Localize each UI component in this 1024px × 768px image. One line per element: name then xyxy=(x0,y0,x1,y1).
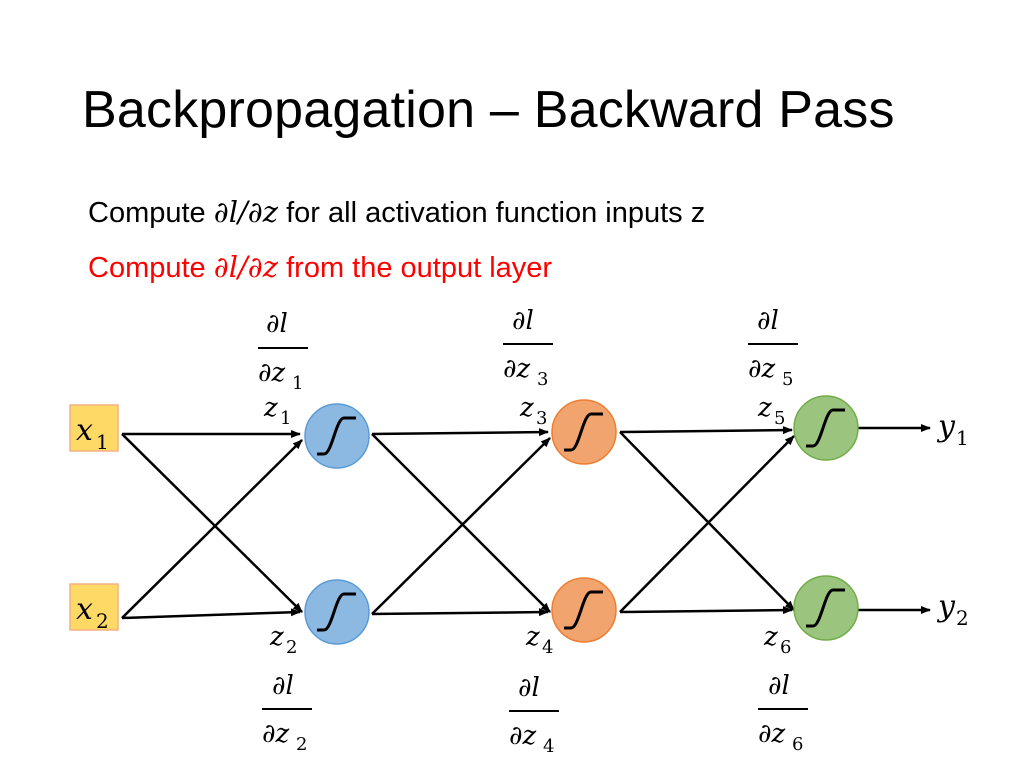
edge-z2-z3 xyxy=(371,437,551,615)
z-var: z xyxy=(525,622,540,652)
sigmoid-icon xyxy=(806,408,845,448)
neuron-z2 xyxy=(304,579,370,645)
bullet-2-prefix: Compute xyxy=(88,252,214,284)
neuron-circle-z4 xyxy=(551,577,617,643)
z-label-3: z 3 xyxy=(519,393,547,429)
edges-input-to-hidden-1 xyxy=(121,430,303,620)
gradient-numerator: ∂l xyxy=(757,306,779,336)
gradient-sub: 3 xyxy=(537,369,548,390)
input-box-x2 xyxy=(69,583,119,631)
gradient-dl-dz3: ∂l ∂z 3 xyxy=(503,306,553,390)
z-var: z xyxy=(763,622,778,652)
bullet-compute-all: Compute ∂l/∂z for all activation functio… xyxy=(88,195,705,230)
bullet-1-suffix: for all activation function inputs z xyxy=(278,197,706,229)
gradient-numerator: ∂l xyxy=(272,671,294,701)
output-y2: y 2 xyxy=(936,589,969,630)
input-x1: x 1 xyxy=(69,404,119,454)
z-var: z xyxy=(757,393,772,423)
z-label-5: z 5 xyxy=(757,393,785,429)
sigmoid-icon xyxy=(564,590,603,630)
gradient-dl-dz2: ∂l ∂z 2 xyxy=(262,671,312,755)
z-var: z xyxy=(519,393,534,423)
input-sub-x1: 1 xyxy=(96,430,109,454)
edge-z3-z5 xyxy=(619,426,793,435)
z-sub: 1 xyxy=(280,408,291,429)
gradient-sub: 2 xyxy=(296,734,307,755)
neuron-z3 xyxy=(551,399,617,465)
edge-x2-z2 xyxy=(121,608,301,620)
gradient-denominator: ∂z xyxy=(258,358,285,388)
gradient-denominator: ∂z xyxy=(509,721,536,751)
neuron-circle-z5 xyxy=(793,395,859,461)
input-sub-x2: 2 xyxy=(96,609,109,633)
gradient-sub: 6 xyxy=(792,734,803,755)
neuron-z5 xyxy=(793,395,859,461)
input-var-x2: x xyxy=(76,592,93,627)
neuron-circle-z6 xyxy=(793,575,859,641)
neuron-z4 xyxy=(551,577,617,643)
bullet-2-suffix: from the output layer xyxy=(278,252,553,284)
neuron-circle-z1 xyxy=(304,403,370,469)
edge-z4-z6 xyxy=(619,606,793,615)
z-label-6: z 6 xyxy=(763,622,791,658)
gradient-denominator: ∂z xyxy=(748,354,775,384)
gradient-sub: 4 xyxy=(543,736,554,757)
bullet-compute-output: Compute ∂l/∂z from the output layer xyxy=(88,250,552,285)
slide-title: Backpropagation – Backward Pass xyxy=(82,81,895,139)
output-arrows xyxy=(858,424,931,614)
gradient-numerator: ∂l xyxy=(266,309,288,339)
bullet-1-math: ∂l/∂z xyxy=(213,195,279,229)
gradient-numerator: ∂l xyxy=(518,673,540,703)
output-var-y1: y xyxy=(936,409,956,444)
edge-z4-z5 xyxy=(619,435,795,613)
output-y1: y 1 xyxy=(936,409,969,450)
z-sub: 4 xyxy=(542,637,553,658)
neuron-circle-z3 xyxy=(551,399,617,465)
output-sub-y1: 1 xyxy=(956,426,969,450)
input-var-x1: x xyxy=(76,413,93,448)
edge-z3-z6 xyxy=(619,431,795,611)
gradient-sub: 1 xyxy=(292,373,303,394)
z-label-2: z 2 xyxy=(269,622,297,658)
bullet-2-math: ∂l/∂z xyxy=(213,250,279,284)
edges-hidden-2-to-output xyxy=(619,426,795,615)
z-sub: 2 xyxy=(286,637,297,658)
input-x2: x 2 xyxy=(69,583,119,633)
gradient-denominator: ∂z xyxy=(262,719,289,749)
gradient-dl-dz1: ∂l ∂z 1 xyxy=(258,309,308,394)
output-sub-y2: 2 xyxy=(956,606,969,630)
z-label-4: z 4 xyxy=(525,622,553,658)
z-sub: 3 xyxy=(536,408,547,429)
edges-hidden-1-to-hidden-2 xyxy=(371,428,551,617)
z-label-1: z 1 xyxy=(263,393,291,429)
gradient-numerator: ∂l xyxy=(768,671,790,701)
gradient-numerator: ∂l xyxy=(512,306,534,336)
gradient-denominator: ∂z xyxy=(503,354,530,384)
sigmoid-icon xyxy=(317,592,356,632)
z-sub: 6 xyxy=(780,637,791,658)
edge-z2-z4 xyxy=(371,608,549,617)
output-var-y2: y xyxy=(936,589,956,624)
neuron-z6 xyxy=(793,575,859,641)
sigmoid-icon xyxy=(564,412,603,452)
edge-z1-z3 xyxy=(371,428,549,437)
gradient-denominator: ∂z xyxy=(758,719,785,749)
gradient-sub: 5 xyxy=(782,369,793,390)
sigmoid-icon xyxy=(317,416,356,456)
bullet-1-prefix: Compute xyxy=(88,197,214,229)
gradient-dl-dz4: ∂l ∂z 4 xyxy=(509,673,559,757)
edge-x1-z2 xyxy=(121,433,303,613)
edge-x2-z1 xyxy=(121,439,303,619)
edge-z1-z4 xyxy=(371,433,551,613)
gradient-dl-dz6: ∂l ∂z 6 xyxy=(758,671,808,755)
z-sub: 5 xyxy=(774,408,785,429)
input-box-x1 xyxy=(69,404,119,452)
z-var: z xyxy=(269,622,284,652)
sigmoid-icon xyxy=(806,588,845,628)
z-var: z xyxy=(263,393,278,423)
neuron-z1 xyxy=(304,403,370,469)
neuron-circle-z2 xyxy=(304,579,370,645)
gradient-dl-dz5: ∂l ∂z 5 xyxy=(748,306,798,390)
